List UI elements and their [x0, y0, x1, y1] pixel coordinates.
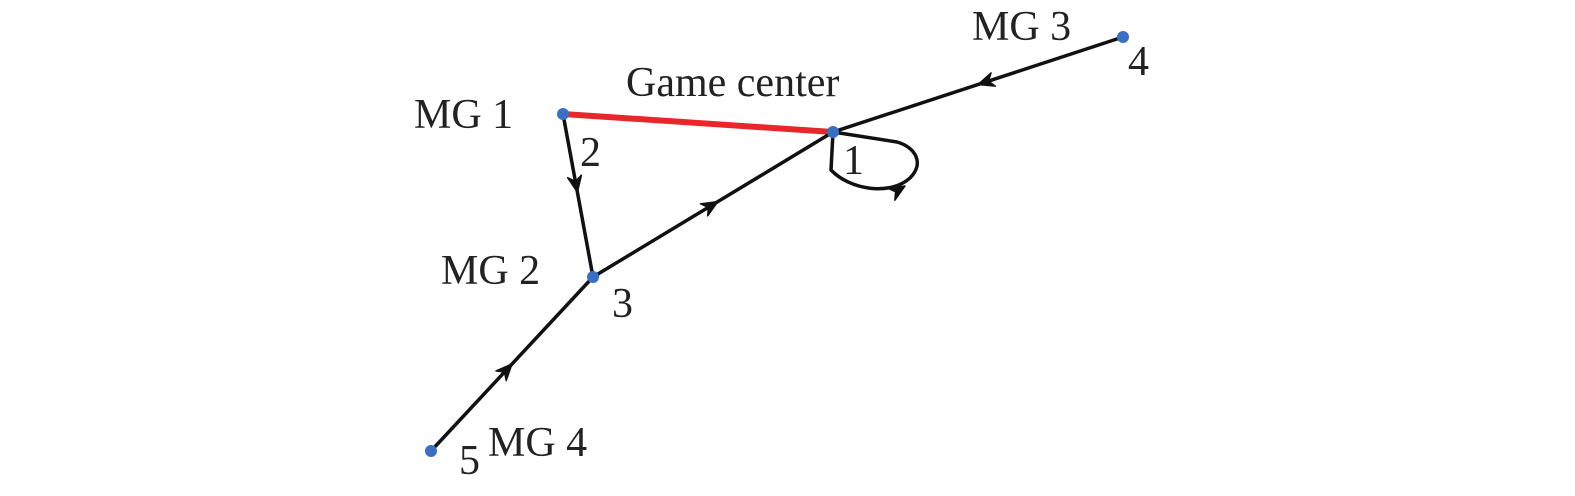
- node-mg4: [425, 445, 437, 457]
- arrow-self-loop: [886, 185, 906, 201]
- number-mg4: 5: [459, 438, 480, 484]
- node-game-center: [827, 126, 839, 138]
- self-loop-edge: [829, 130, 919, 191]
- arrow-mg1-to-mg2: [566, 174, 583, 193]
- node-mg2: [587, 271, 599, 283]
- label-game-center: Game center: [626, 60, 839, 106]
- arrow-mg3-to-game-center: [977, 72, 997, 87]
- edge-mg1-game-center: [560, 111, 836, 135]
- label-mg4: MG 4: [488, 420, 587, 466]
- edge-mg1-mg2: [561, 112, 595, 279]
- number-mg1: 2: [580, 130, 601, 176]
- arrow-mg2-to-game-center: [699, 200, 719, 217]
- node-mg3: [1117, 31, 1129, 43]
- node-mg1: [557, 108, 569, 120]
- arrow-mg4-to-mg2: [495, 363, 513, 382]
- number-mg2: 3: [612, 281, 633, 327]
- number-game-center: 1: [843, 138, 864, 184]
- number-mg3: 4: [1128, 39, 1149, 85]
- label-mg3: MG 3: [972, 4, 1071, 50]
- label-mg2: MG 2: [441, 248, 540, 294]
- label-mg1: MG 1: [414, 92, 513, 138]
